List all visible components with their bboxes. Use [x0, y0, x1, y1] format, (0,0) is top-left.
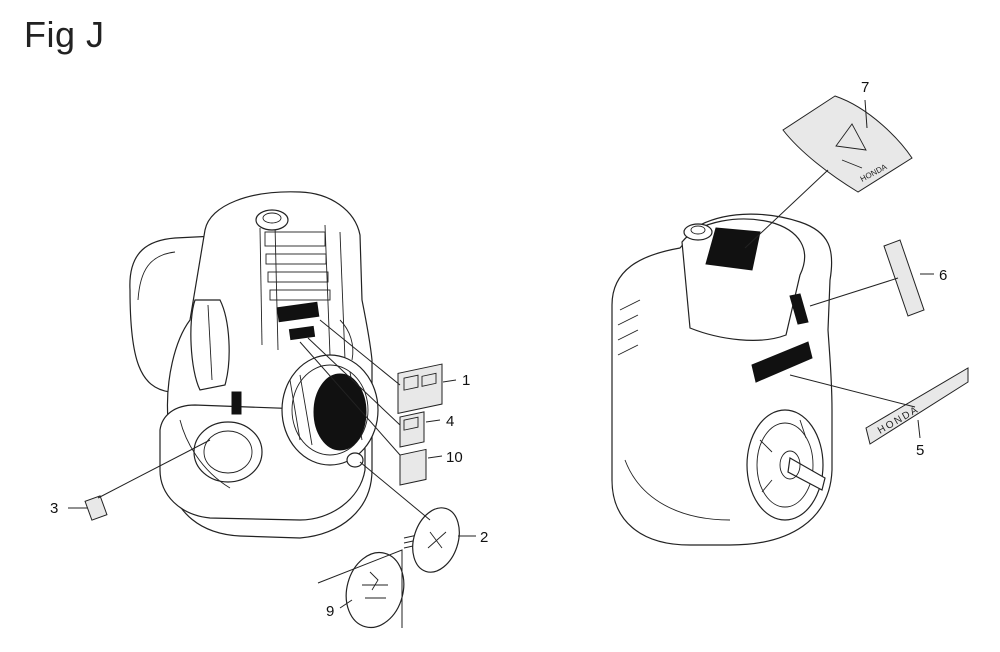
right-leader-lines [744, 99, 934, 439]
callout-5: 5 [916, 442, 924, 459]
decal-2 [412, 507, 460, 573]
callout-4: 4 [446, 413, 454, 430]
callout-9: 9 [326, 603, 334, 620]
callout-6: 6 [939, 267, 947, 284]
decal-3 [84, 495, 108, 521]
callout-3: 3 [50, 500, 58, 517]
figure-title: Fig J [24, 14, 105, 55]
decal-6 [883, 239, 925, 317]
decal-9-bracket [317, 549, 403, 628]
decal-5: HONDA [865, 367, 969, 445]
decal-7: HONDA [782, 95, 913, 193]
callout-1: 1 [462, 372, 470, 389]
callout-10: 10 [446, 449, 463, 466]
callout-7: 7 [861, 79, 869, 96]
decal-4 [399, 411, 425, 448]
decal-9 [345, 551, 405, 629]
callout-2: 2 [480, 529, 488, 546]
left-engine-assembly [129, 191, 379, 539]
decal-1 [397, 363, 443, 415]
decal-10 [399, 448, 427, 549]
right-engine-assembly [611, 213, 833, 546]
left-leader-lines [68, 319, 476, 609]
